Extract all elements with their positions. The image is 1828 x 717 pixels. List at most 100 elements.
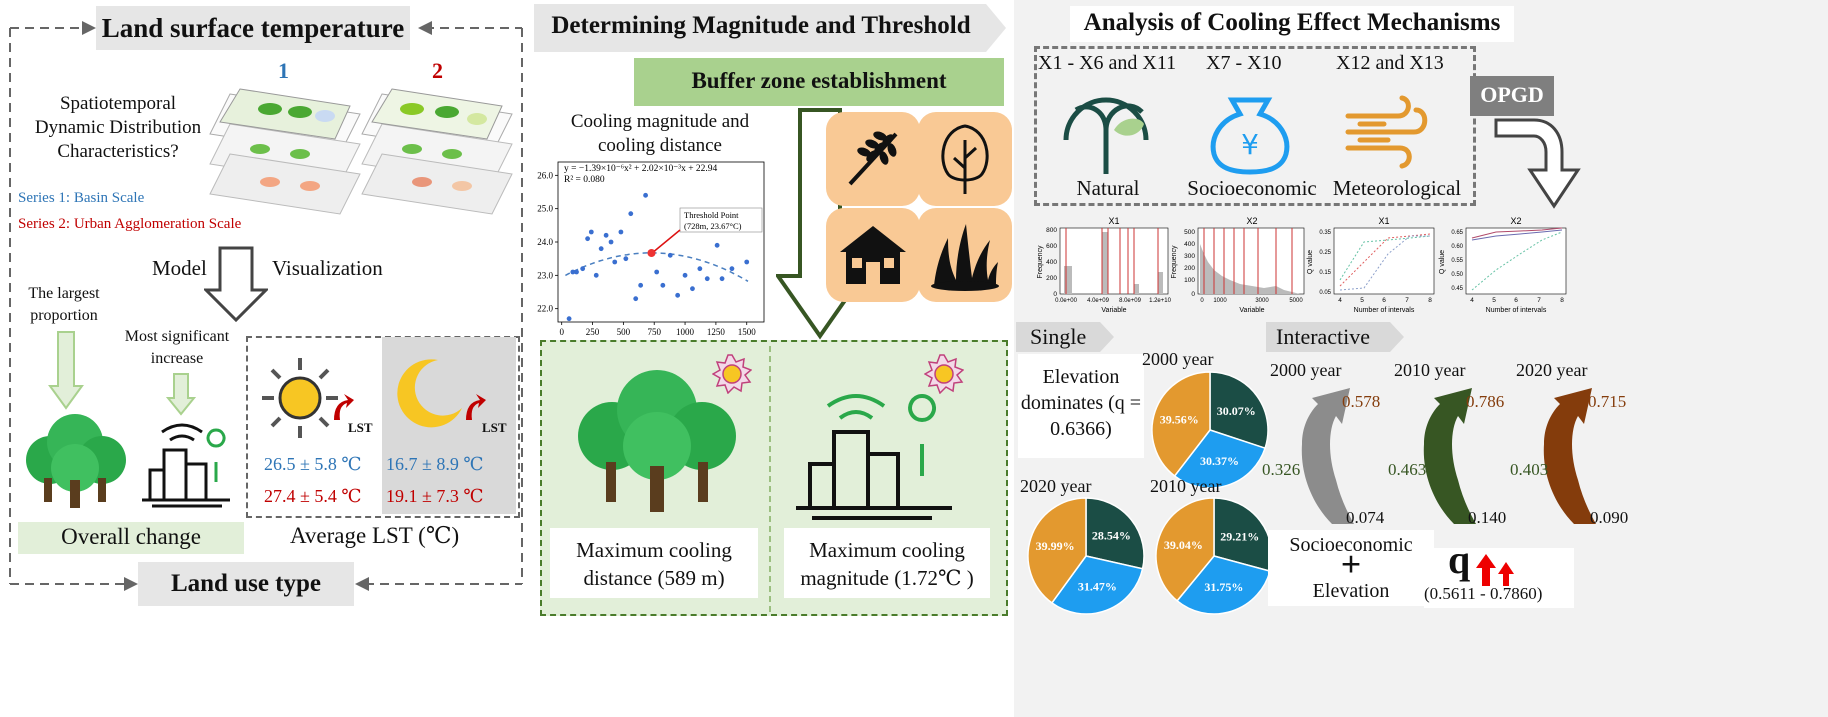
scatter-xtick-label: 0 [559,327,564,337]
sun-icon [262,358,338,438]
elevation-box [1018,354,1144,458]
svg-text:5000: 5000 [1289,298,1303,304]
svg-text:X2: X2 [1246,216,1257,226]
scatter-point [729,266,735,272]
svg-text:6: 6 [1382,297,1386,304]
scatter-point [628,211,634,217]
middle-title: Determining Magnitude and Threshold [551,12,971,39]
scatter-point [643,192,648,198]
svg-text:4.0e+09: 4.0e+09 [1087,298,1110,304]
svg-text:1000: 1000 [1213,298,1227,304]
scatter-xtick-label: 750 [647,327,661,337]
scatter-point [598,246,604,252]
scatter-point [612,259,618,265]
threshold-arrow [654,229,681,252]
svg-text:X2: X2 [1510,216,1521,226]
pie-slice [1176,555,1271,615]
scatter-point [719,276,725,282]
tree-cluster-large-icon [578,370,736,512]
svg-text:0.0e+00: 0.0e+00 [1055,298,1078,304]
svg-text:500: 500 [1184,229,1195,236]
pie-2020-year: 2020 year [1020,476,1092,496]
elevation-text: Elevation dominates (q = 0.6366) [1020,366,1142,440]
socio-elev-elev: Elevation [1312,580,1390,602]
interact-2010-mid: 0.463 [1388,460,1427,479]
opgd-curve-arrow-icon [1494,118,1581,209]
series-2-label: Series 2: Urban Agglomeration Scale [18,216,242,232]
scatter-point [633,296,639,302]
lst-day-a: 26.5 ± 5.8 ℃ [264,454,362,474]
pie-slice-label: 39.99% [1036,539,1075,553]
scatter-r2: R² = 0.080 [564,175,605,185]
night-bg [382,337,516,514]
interact-2010-top: 0.786 [1466,392,1505,411]
svg-text:7: 7 [1405,297,1409,304]
scatter-ytick-label: 25.0 [537,204,553,214]
socio-label: Socioeconomic [1187,176,1317,200]
svg-text:0.05: 0.05 [1319,290,1331,296]
pie-slice-label: 39.04% [1164,538,1203,552]
svg-text:0.15: 0.15 [1319,270,1331,276]
interact-2020-bot: 0.090 [1590,508,1629,527]
svg-text:400: 400 [1184,241,1195,248]
max-mag-label: Maximum cooling magnitude (1.72℃ ) [800,538,974,590]
scatter-point [654,269,660,275]
wheat-icon [848,131,898,186]
right-panel: Analysis of Cooling Effect Mechanisms X1… [1014,0,1828,717]
pie-2010-year: 2010 year [1150,476,1222,496]
interactive-label: Interactive [1276,324,1371,349]
right-title-box [1070,6,1514,42]
pie-2000-year: 2000 year [1142,349,1214,369]
cooling-title: Cooling magnitude and cooling distance [570,111,750,156]
scatter-point [593,272,599,278]
pie-slice-label: 28.54% [1092,529,1131,543]
scatter-point [566,316,572,322]
svg-text:5: 5 [1492,297,1496,304]
svg-text:Variable: Variable [1101,307,1126,314]
scatter-point [570,269,576,275]
scatter-point [675,292,681,298]
tree-cluster-icon [26,414,126,508]
series-1-label: Series 1: Basin Scale [18,190,145,206]
pie-slice [1027,497,1087,604]
pie-2000: 30.07%30.37%39.56% [1151,371,1269,489]
middle-title-arrow [534,4,1006,52]
q-box [1424,548,1574,608]
interact-2020-top: 0.715 [1588,392,1627,411]
scatter-point [667,252,673,258]
pie-slice [1151,371,1211,478]
svg-text:600: 600 [1046,243,1057,250]
pie-2010: 29.21%31.75%39.04% [1155,497,1273,615]
model-label: Model [152,256,207,280]
overall-change-box [18,522,244,554]
svg-text:Variable: Variable [1239,307,1264,314]
sun-small-icon-1 [712,354,752,394]
q-range: (0.5611 - 0.7860) [1424,584,1543,603]
mini-q-x1: X1 0.35 0.25 0.15 0.05 4 5 6 7 8 Number … [1307,216,1435,314]
scatter-ytick-label: 23.0 [537,270,553,280]
green-arrow-2-icon [166,373,196,416]
right-title: Analysis of Cooling Effect Mechanisms [1083,9,1501,36]
scatter-point [660,282,666,288]
mini-hist-x1: X1 800 600 400 200 0 0.0e+00 4.0e+09 8.0… [1037,216,1172,314]
threshold-annotation: Threshold Point (728m, 23.67°C) [684,210,742,231]
scatter-xtick-label: 250 [586,327,600,337]
scatter-point [714,242,720,248]
svg-text:Frequency: Frequency [1037,245,1044,279]
pie-slice-label: 31.47% [1078,579,1117,593]
svg-text:X1: X1 [1378,216,1389,226]
wind-icon [1345,95,1428,169]
pie-slice [1085,497,1145,570]
svg-text:0: 0 [1053,291,1057,298]
visualization-label: Visualization [272,256,383,280]
interact-2000-year: 2000 year [1270,360,1342,380]
lst-day-b: 27.4 ± 5.4 ℃ [264,486,362,506]
scatter-xtick-label: 500 [617,327,631,337]
lst-tag-night: LST [482,420,507,435]
land-use-type-label: Land use type [138,562,354,606]
interact-arrow-2010-icon [1423,388,1476,524]
left-dashed-frame [9,21,523,591]
meteo-label: Meteorological [1332,176,1462,200]
map-stack-2 [361,88,513,215]
